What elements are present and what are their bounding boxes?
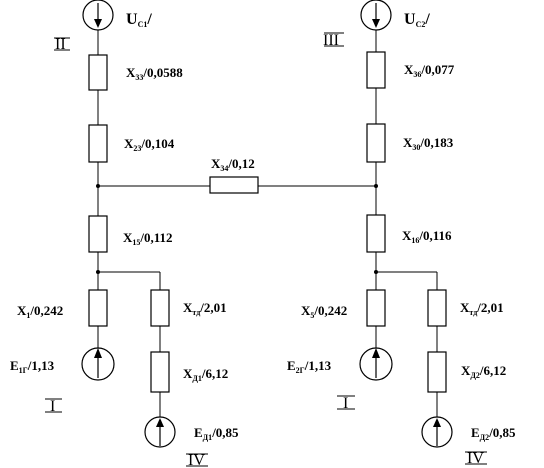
wires [97,30,438,418]
node-right-bus [374,270,378,274]
svg-text:III: III [323,32,339,49]
node-left-tie [96,184,100,188]
label-x36: X36/0,077 [404,62,455,79]
source-ed2-icon [421,416,453,448]
label-xd1: XД1/6,12 [183,366,228,383]
source-e2g-icon [359,347,393,381]
source-ed1-icon [144,416,176,448]
bus-marker-II: II [54,36,70,53]
svg-text:II: II [55,36,66,53]
resistor-xtg-right [427,289,447,327]
label-x30: X30/0,183 [403,135,454,152]
label-x34: X34/0,12 [211,156,255,173]
resistor-x15 [88,215,108,253]
resistor-x36 [366,51,386,89]
label-x16: X16/0,116 [402,228,452,245]
svg-text:IV: IV [188,452,205,468]
label-e1g: E1Г/1,13 [10,358,55,375]
label-x15: X15/0,112 [123,230,173,247]
resistor-x23 [88,124,108,163]
label-x5: X5/0,242 [301,303,347,320]
label-uc2: UC2/ [404,11,430,29]
source-uc1-icon [82,0,114,31]
label-xtg-left: Xтд/2,01 [183,300,227,317]
svg-text:IV: IV [467,450,484,467]
labels: UC1/ UC2/ X33/0,0588 X23/0,104 X34/0,12 … [10,11,516,468]
label-uc1: UC1/ [126,11,152,29]
label-xtg-right: Xтд/2,01 [460,300,504,317]
resistor-x16 [366,214,386,253]
svg-text:I: I [50,398,55,415]
resistor-x5 [366,289,386,327]
label-e2g: E2Г/1,13 [287,358,332,375]
resistor-x34 [209,176,259,194]
sources [81,0,453,448]
label-xd2: XД2/6,12 [461,363,506,380]
resistor-x1 [88,289,108,327]
source-uc2-icon [360,0,392,31]
resistor-xd1 [150,351,170,393]
nodes [96,184,378,274]
label-x23: X23/0,104 [124,136,175,153]
bus-marker-I-left: I [45,398,62,415]
svg-text:I: I [343,395,348,412]
bus-marker-III: III [323,32,344,49]
label-x33: X33/0,0588 [126,65,183,82]
bus-marker-I-right: I [337,395,355,412]
resistor-x33 [88,54,108,91]
bus-marker-IV-right: IV [465,450,487,467]
bus-marker-IV-left: IV [186,452,208,468]
label-x1: X1/0,242 [17,303,63,320]
resistors [88,51,447,393]
node-right-tie [374,184,378,188]
resistor-x30 [366,123,386,163]
resistor-xtg-left [150,289,170,327]
resistor-xd2 [427,351,447,393]
label-ed2: EД2/0,85 [471,425,516,442]
node-left-bus [96,270,100,274]
label-ed1: EД1/0,85 [194,425,239,442]
source-e1g-icon [81,347,115,381]
